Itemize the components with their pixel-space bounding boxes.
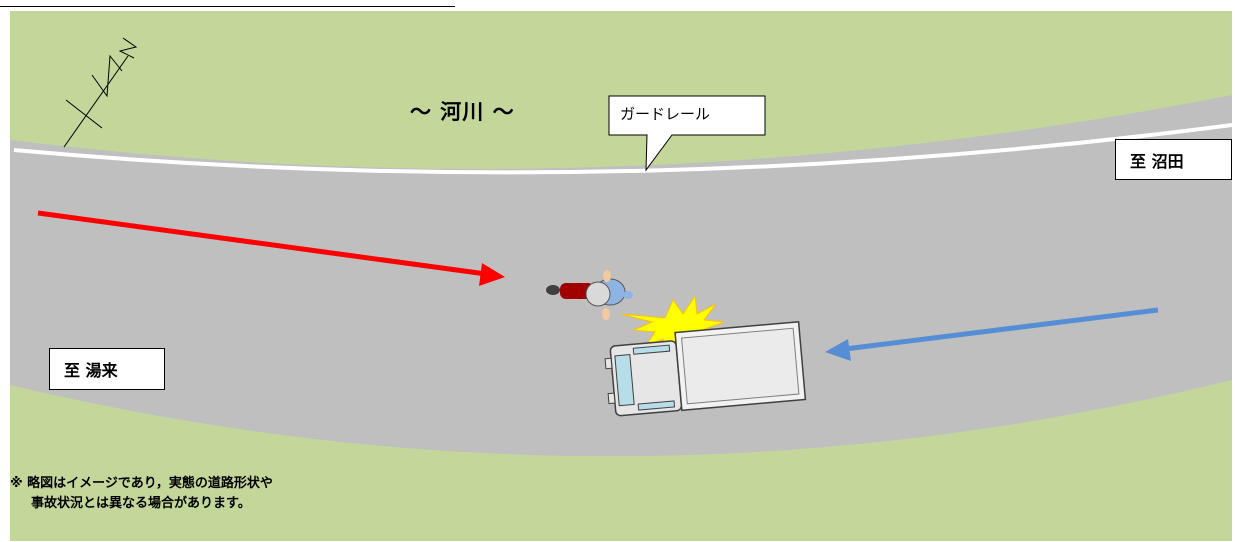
blue-direction-arrow bbox=[825, 307, 1159, 361]
disclaimer-note: ※ 略図はイメージであり，実態の道路形状や 事故状況とは異なる場合があります。 bbox=[10, 474, 273, 514]
disclaimer-line-1: ※ 略図はイメージであり，実態の道路形状や bbox=[10, 476, 273, 491]
motorcycle-rider-icon bbox=[546, 270, 633, 320]
north-arrow-icon bbox=[63, 37, 138, 148]
guardrail-label: ガードレール bbox=[620, 105, 711, 123]
truck-icon bbox=[604, 320, 807, 417]
guardrail bbox=[13, 123, 1233, 175]
destination-label-numata: 至 沼田 bbox=[1115, 139, 1232, 180]
destination-label-yunokuru: 至 湯来 bbox=[49, 348, 165, 390]
disclaimer-line-2: 事故状況とは異なる場合があります。 bbox=[31, 496, 251, 511]
road bbox=[10, 95, 1232, 457]
river-label: ～ 河川 ～ bbox=[410, 100, 515, 124]
red-direction-arrow bbox=[37, 210, 505, 286]
top-border-line bbox=[0, 6, 455, 7]
guardrail-callout bbox=[608, 95, 766, 172]
